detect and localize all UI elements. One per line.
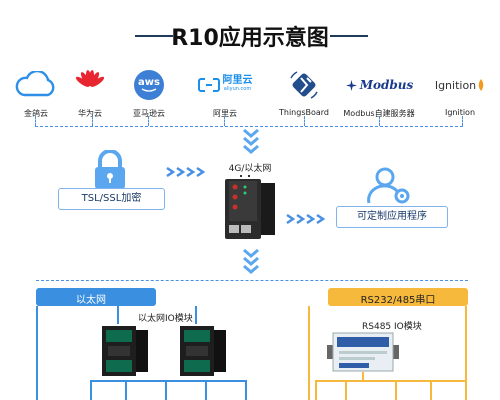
- io-module: [176, 322, 230, 382]
- cloud-icon: [1, 68, 71, 102]
- connector-line: [35, 116, 36, 126]
- connector-line: [148, 116, 149, 126]
- connector-line: [304, 116, 305, 126]
- aws-logo-icon: aws: [114, 68, 184, 102]
- wire: [117, 306, 119, 324]
- modbus-logo-icon: Modbus: [337, 68, 421, 102]
- connector-line: [462, 116, 463, 126]
- chevron-down-icon: [241, 128, 261, 160]
- platform-label: Ignition: [444, 108, 476, 117]
- platform-aws: aws 亚马逊云: [114, 68, 184, 119]
- thingsboard-logo-icon: [264, 68, 344, 102]
- ignition-logo-icon: Ignition: [425, 68, 495, 102]
- wire: [395, 380, 397, 400]
- connector-line: [224, 116, 225, 126]
- huawei-logo-icon: [55, 68, 125, 102]
- cloud-bus-line: [35, 126, 463, 127]
- platform-ignition: Ignition Ignition: [425, 68, 495, 117]
- aliyun-logo-text: 阿里云: [222, 75, 253, 86]
- ignition-logo-text: Ignition: [434, 78, 477, 92]
- platform-label: Modbus自建服务器: [343, 109, 415, 118]
- wire: [430, 380, 432, 400]
- wire: [315, 380, 317, 400]
- wire: [465, 306, 467, 400]
- platform-aliyun: 阿里云 aliyun.com 阿里云: [180, 68, 270, 119]
- connector-line: [92, 116, 93, 126]
- custom-app-badge: 可定制应用程序: [336, 206, 448, 228]
- platform-modbus: Modbus Modbus自建服务器: [337, 68, 421, 119]
- rs485-module: [327, 331, 399, 377]
- lock-icon: [85, 149, 135, 192]
- serial-header: RS232/485串口: [328, 288, 468, 306]
- aliyun-logo-icon: 阿里云 aliyun.com: [180, 68, 270, 102]
- platform-label: 亚马逊云: [133, 109, 165, 118]
- wire: [36, 306, 38, 400]
- page-title: R10应用示意图: [171, 26, 329, 51]
- platform-label: 阿里云: [213, 109, 237, 118]
- network-label: 4G/以太网: [228, 164, 272, 174]
- user-settings-icon: [365, 165, 415, 207]
- tls-ssl-badge: TSL/SSL加密: [58, 188, 165, 210]
- wire: [345, 380, 347, 400]
- io-module: [98, 322, 152, 382]
- platform-huawei: 华为云: [55, 68, 125, 119]
- rs485-io-label: RS485 IO模块: [362, 322, 422, 332]
- chevron-right-icon: [285, 210, 327, 229]
- wire: [205, 380, 207, 400]
- device-bus-line: [36, 280, 468, 281]
- title-line-right: [330, 35, 368, 37]
- router-device: [219, 173, 281, 243]
- wire: [90, 380, 92, 400]
- wire: [315, 380, 465, 382]
- title-line-left: [135, 35, 173, 37]
- platform-label: 金鸽云: [24, 109, 48, 118]
- wire: [165, 380, 167, 400]
- wire: [245, 380, 247, 400]
- wire: [125, 380, 127, 400]
- wire: [308, 306, 310, 400]
- platform-jinge: 金鸽云: [1, 68, 71, 119]
- chevron-right-icon: [165, 163, 207, 182]
- platform-label: ThingsBoard: [278, 108, 329, 117]
- aws-logo-text: aws: [138, 76, 160, 88]
- modbus-logo-text: Modbus: [359, 78, 414, 92]
- platform-label: 华为云: [78, 109, 102, 118]
- ethernet-label: 以太网: [76, 295, 106, 306]
- connector-line: [379, 116, 380, 126]
- chevron-down-icon: [241, 248, 261, 280]
- ethernet-header: 以太网: [36, 288, 156, 306]
- ethernet-io-label: 以太网IO模块: [138, 314, 193, 324]
- platform-thingsboard: ThingsBoard: [264, 68, 344, 117]
- aliyun-logo-sub: aliyun.com: [223, 86, 252, 92]
- serial-label: RS232/485串口: [360, 295, 436, 306]
- wire: [195, 306, 197, 324]
- wire: [362, 372, 364, 380]
- wire: [90, 380, 245, 382]
- title-area: R10应用示意图: [0, 20, 500, 51]
